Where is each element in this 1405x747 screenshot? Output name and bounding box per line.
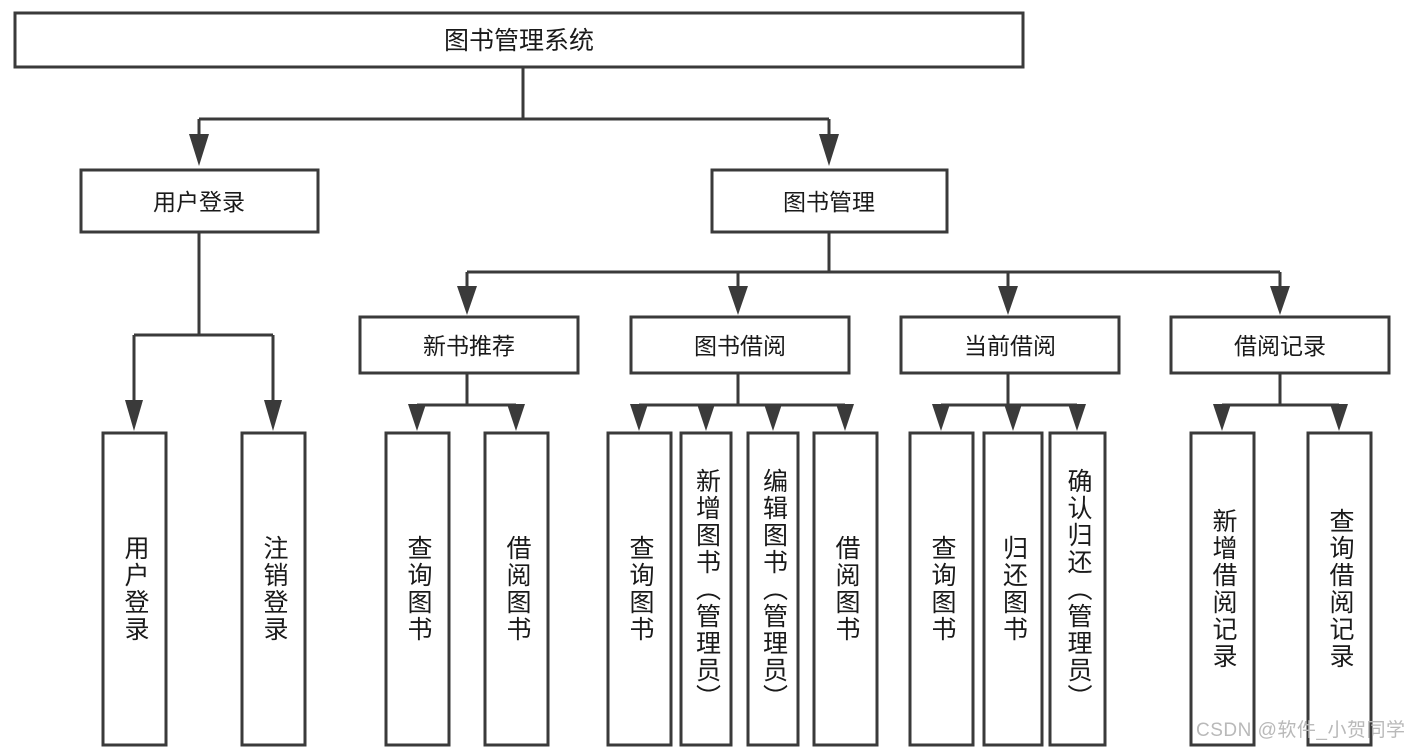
connector-group-book-borrow xyxy=(630,373,854,431)
arrow-head-new-book-recommend xyxy=(457,286,477,315)
node-root[interactable]: 图书管理系统 xyxy=(13,11,1025,69)
node-book-borrow-box[interactable] xyxy=(629,315,851,375)
arrow-head-leaf-edit-book xyxy=(764,404,782,431)
arrow-head-leaf-user-login xyxy=(125,400,143,431)
node-leaf-add-record-box[interactable] xyxy=(1189,431,1256,747)
arrow-head-leaf-query-record xyxy=(1330,404,1348,431)
node-current-borrow-label: 当前借阅 xyxy=(964,333,1056,359)
arrow-head-leaf-return-book xyxy=(1004,404,1022,431)
node-user-login-box[interactable] xyxy=(79,168,320,234)
node-book-manage-label: 图书管理 xyxy=(783,189,875,215)
arrow-head-leaf-add-record xyxy=(1213,404,1231,431)
arrow-head-book-borrow xyxy=(728,286,748,315)
node-leaf-confirm-return-box[interactable] xyxy=(1048,431,1107,747)
node-leaf-borrow-book-1-box[interactable] xyxy=(483,431,550,747)
node-borrow-record[interactable]: 借阅记录 xyxy=(1169,315,1391,375)
leaf-box-group xyxy=(101,431,1373,747)
arrow-head-borrow-record xyxy=(1270,286,1290,315)
node-leaf-return-book-box[interactable] xyxy=(982,431,1044,747)
connector-group-user-login xyxy=(125,232,282,431)
node-current-borrow[interactable]: 当前借阅 xyxy=(899,315,1121,375)
node-leaf-logout-login-box[interactable] xyxy=(240,431,307,747)
arrow-head-leaf-add-book xyxy=(697,404,715,431)
node-user-login[interactable]: 用户登录 xyxy=(79,168,320,234)
node-book-manage[interactable]: 图书管理 xyxy=(710,168,949,234)
arrow-head-book-manage xyxy=(819,134,839,166)
node-leaf-query-book-1-box[interactable] xyxy=(384,431,451,747)
node-leaf-query-book-2-box[interactable] xyxy=(606,431,673,747)
node-book-manage-box[interactable] xyxy=(710,168,949,234)
connector-group-current-borrow xyxy=(932,373,1086,431)
arrow-head-leaf-query-book-1 xyxy=(408,404,426,431)
node-leaf-query-book-3-box[interactable] xyxy=(908,431,975,747)
arrow-head-leaf-confirm-return xyxy=(1068,404,1086,431)
connector-group-borrow-record xyxy=(1213,373,1348,431)
node-leaf-add-book-box[interactable] xyxy=(679,431,733,747)
arrow-head-user-login xyxy=(189,134,209,166)
node-leaf-borrow-book-2-box[interactable] xyxy=(812,431,879,747)
arrow-head-leaf-borrow-book-2 xyxy=(836,404,854,431)
node-user-login-label: 用户登录 xyxy=(153,189,245,215)
node-book-borrow[interactable]: 图书借阅 xyxy=(629,315,851,375)
node-new-book-recommend-box[interactable] xyxy=(358,315,580,375)
node-borrow-record-label: 借阅记录 xyxy=(1234,333,1326,359)
arrow-head-leaf-borrow-book-1 xyxy=(507,404,525,431)
connector-group-new-book-recommend xyxy=(408,373,525,431)
arrow-head-current-borrow xyxy=(998,286,1018,315)
node-leaf-user-login-box[interactable] xyxy=(101,431,168,747)
node-leaf-edit-book-box[interactable] xyxy=(746,431,800,747)
connector-group-book-manage xyxy=(457,232,1290,315)
node-new-book-recommend[interactable]: 新书推荐 xyxy=(358,315,580,375)
node-new-book-recommend-label: 新书推荐 xyxy=(423,333,515,359)
watermark-text: CSDN @软件_小贺同学 xyxy=(1196,720,1405,741)
node-root-label: 图书管理系统 xyxy=(444,27,594,55)
node-leaf-query-record-box[interactable] xyxy=(1306,431,1373,747)
node-borrow-record-box[interactable] xyxy=(1169,315,1391,375)
node-root-box[interactable] xyxy=(13,11,1025,69)
arrow-head-leaf-query-book-2 xyxy=(630,404,648,431)
arrow-head-leaf-logout-login xyxy=(264,400,282,431)
node-book-borrow-label: 图书借阅 xyxy=(694,333,786,359)
arrow-head-leaf-query-book-3 xyxy=(932,404,950,431)
node-current-borrow-box[interactable] xyxy=(899,315,1121,375)
connector-group-root xyxy=(189,67,839,166)
